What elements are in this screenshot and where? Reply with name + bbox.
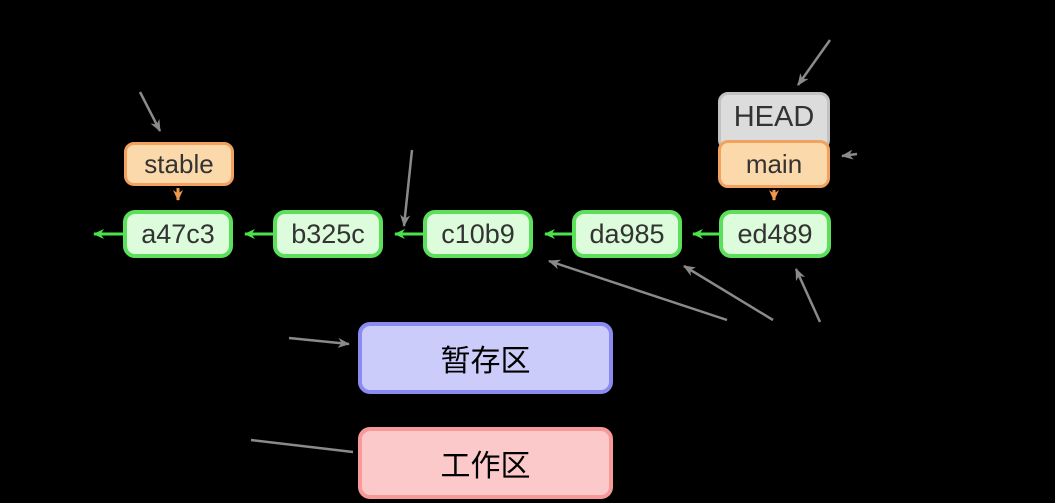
branch-main-box: main (718, 140, 830, 188)
staging-area-label: 暂存区 (440, 345, 531, 378)
working-area-box: 工作区 (358, 427, 613, 499)
commit-node-b325c: b325c (273, 210, 383, 258)
annotation-arrow-ed489 (794, 268, 822, 323)
head-pointer-box: HEAD (718, 92, 830, 150)
branch-stable-box: stable (124, 142, 234, 186)
commit-id-label: da985 (589, 218, 665, 249)
annotation-arrow-c10b9 (548, 259, 728, 322)
working-area-label: 工作区 (440, 450, 531, 483)
commit-id-label: ed489 (737, 218, 813, 249)
staging-area-box: 暂存区 (358, 322, 613, 394)
commit-id-label: a47c3 (141, 218, 215, 249)
head-label: HEAD (733, 101, 815, 133)
annotation-line-working (250, 438, 354, 454)
branch-main-label: main (745, 148, 803, 179)
annotation-arrow-da985 (683, 264, 774, 322)
annotation-arrow-stable (138, 91, 162, 132)
branch-stable-label: stable (144, 148, 214, 179)
commit-id-label: c10b9 (441, 218, 515, 249)
commit-node-da985: da985 (572, 210, 682, 258)
annotation-arrow-main (841, 149, 858, 160)
commit-id-label: b325c (291, 218, 365, 249)
annotation-arrow-head (796, 39, 832, 86)
annotation-arrow-staging (288, 336, 350, 348)
annotation-arrow-commit-link (400, 149, 414, 227)
commit-node-ed489: ed489 (719, 210, 831, 258)
commit-node-c10b9: c10b9 (423, 210, 533, 258)
commit-node-a47c3: a47c3 (123, 210, 233, 258)
